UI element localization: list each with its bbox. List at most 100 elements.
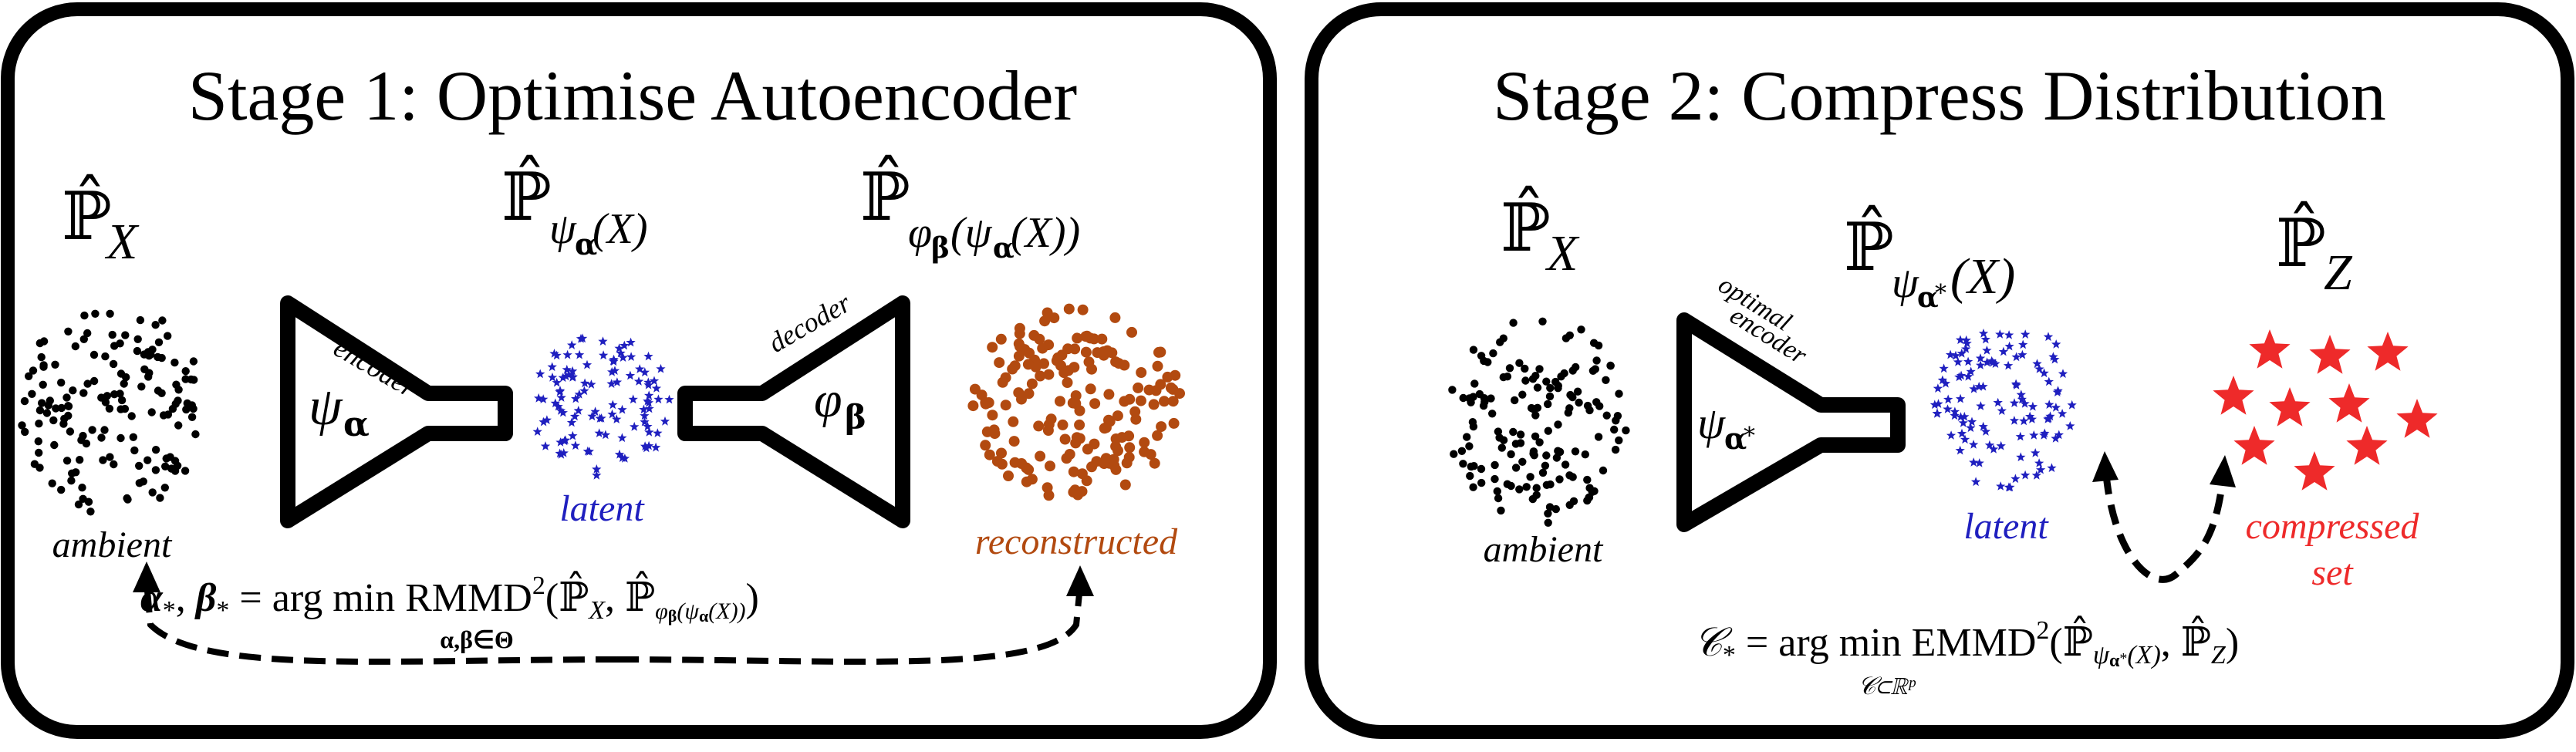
latent-point xyxy=(1970,477,1981,487)
ambient-point xyxy=(18,421,26,430)
latent-point xyxy=(568,373,578,382)
latent-point xyxy=(1946,430,1956,440)
latent-point xyxy=(612,377,623,386)
ambient-point xyxy=(1533,383,1542,392)
latent-point xyxy=(640,441,650,451)
ambient-point xyxy=(123,495,132,504)
latent-point xyxy=(2051,403,2061,412)
ambient-point xyxy=(80,311,89,320)
latent-point xyxy=(556,393,566,402)
stage1-ambient-caption: ambient xyxy=(52,524,173,565)
ambient-point xyxy=(1531,432,1540,440)
ambient-point xyxy=(72,468,80,477)
stage2-dist-ambient: ℙ̂ X xyxy=(1501,185,1580,282)
ambient-point xyxy=(1568,366,1577,375)
latent-point xyxy=(1956,370,1967,380)
latent-point xyxy=(1975,360,1986,369)
ambient-point xyxy=(86,508,95,516)
latent-point xyxy=(569,411,580,421)
ambient-point xyxy=(100,426,109,434)
reconstructed-point xyxy=(1074,405,1085,416)
stage2-border xyxy=(1305,2,2574,739)
latent-point xyxy=(2011,352,2021,362)
encoder-shape xyxy=(280,295,513,528)
reconstructed-point xyxy=(984,449,995,460)
latent-point xyxy=(628,394,638,404)
ambient-point xyxy=(1528,375,1538,383)
ambient-point xyxy=(1459,460,1467,468)
ambient-point xyxy=(170,358,179,367)
ambient-point xyxy=(1615,436,1623,445)
svg-text:(X)): (X)) xyxy=(1011,209,1080,257)
ambient-point xyxy=(64,402,73,410)
reconstructed-point xyxy=(1112,445,1123,457)
reconstructed-point xyxy=(1077,304,1089,315)
latent-point xyxy=(582,359,593,369)
latent-point xyxy=(2015,431,2025,441)
ambient-point xyxy=(116,433,125,443)
latent-point xyxy=(643,351,653,361)
ambient-point xyxy=(1505,364,1514,373)
latent-point xyxy=(2031,448,2041,457)
latent-point xyxy=(2016,389,2026,400)
reconstructed-point xyxy=(995,333,1007,345)
svg-text:*: * xyxy=(1935,280,1946,307)
subscript-X: X xyxy=(104,214,140,270)
ambient-point xyxy=(1511,440,1521,448)
svg-text:𝒞* = arg min EMMD2(ℙ̂ψα*(X),: 𝒞* = arg min EMMD2(ℙ̂ψα*(X), ℙ̂Z) xyxy=(1693,616,2239,671)
ambient-point xyxy=(44,401,52,410)
latent-point xyxy=(2044,413,2054,423)
reconstructed-point xyxy=(1068,487,1079,498)
latent-point xyxy=(635,364,645,373)
ambient-point xyxy=(1544,518,1552,527)
latent-point xyxy=(594,428,604,437)
reconstructed-point xyxy=(1112,410,1123,422)
ambient-point xyxy=(1488,410,1497,418)
latent-point xyxy=(617,433,627,443)
latent-point xyxy=(626,337,636,347)
ambient-point xyxy=(1599,466,1608,475)
stage2-arrowhead-right xyxy=(2210,455,2236,487)
decoder-beta: β xyxy=(845,398,866,436)
latent-point xyxy=(567,366,578,376)
ambient-point xyxy=(109,359,118,369)
latent-point xyxy=(1929,400,1940,410)
reconstructed-point xyxy=(1089,398,1101,410)
latent-point xyxy=(1963,371,1973,381)
latent-point xyxy=(1987,357,1998,367)
compressed-star xyxy=(2396,399,2438,438)
latent-point xyxy=(1982,357,1992,367)
stage2-dist-latent: ℙ̂ ψ α * (X) xyxy=(1844,204,2015,314)
encoder-psi: ψ xyxy=(309,377,343,437)
reconstructed-point xyxy=(987,410,998,421)
latent-point xyxy=(550,398,560,408)
latent-point xyxy=(2058,409,2068,418)
latent-point xyxy=(1974,458,1984,467)
ambient-point xyxy=(1568,473,1577,481)
ambient-point xyxy=(161,462,170,470)
latent-point xyxy=(643,377,653,387)
ambient-point xyxy=(1509,427,1518,437)
ambient-point xyxy=(82,439,91,448)
latent-point xyxy=(1962,338,1972,348)
ambient-point xyxy=(1602,411,1611,420)
svg-text:α: α xyxy=(1724,421,1747,456)
ambient-point xyxy=(116,369,126,378)
latent-point xyxy=(564,369,574,379)
ambient-point xyxy=(1588,366,1598,375)
ambient-point xyxy=(187,413,197,421)
ambient-point xyxy=(156,494,164,502)
reconstructed-point xyxy=(1014,328,1025,339)
latent-point xyxy=(1996,481,2006,491)
reconstructed-point xyxy=(1068,466,1079,477)
stage2-compressed-caption-1: compressed xyxy=(2246,506,2420,547)
ambient-point xyxy=(182,405,191,414)
ambient-point xyxy=(1507,450,1515,459)
ambient-point xyxy=(1569,497,1578,505)
svg-text:ℙ̂: ℙ̂ xyxy=(860,154,910,236)
ambient-point xyxy=(1521,364,1529,373)
latent-point xyxy=(2067,400,2077,410)
latent-point xyxy=(639,404,649,414)
latent-point xyxy=(618,352,628,362)
ambient-point xyxy=(147,408,156,416)
